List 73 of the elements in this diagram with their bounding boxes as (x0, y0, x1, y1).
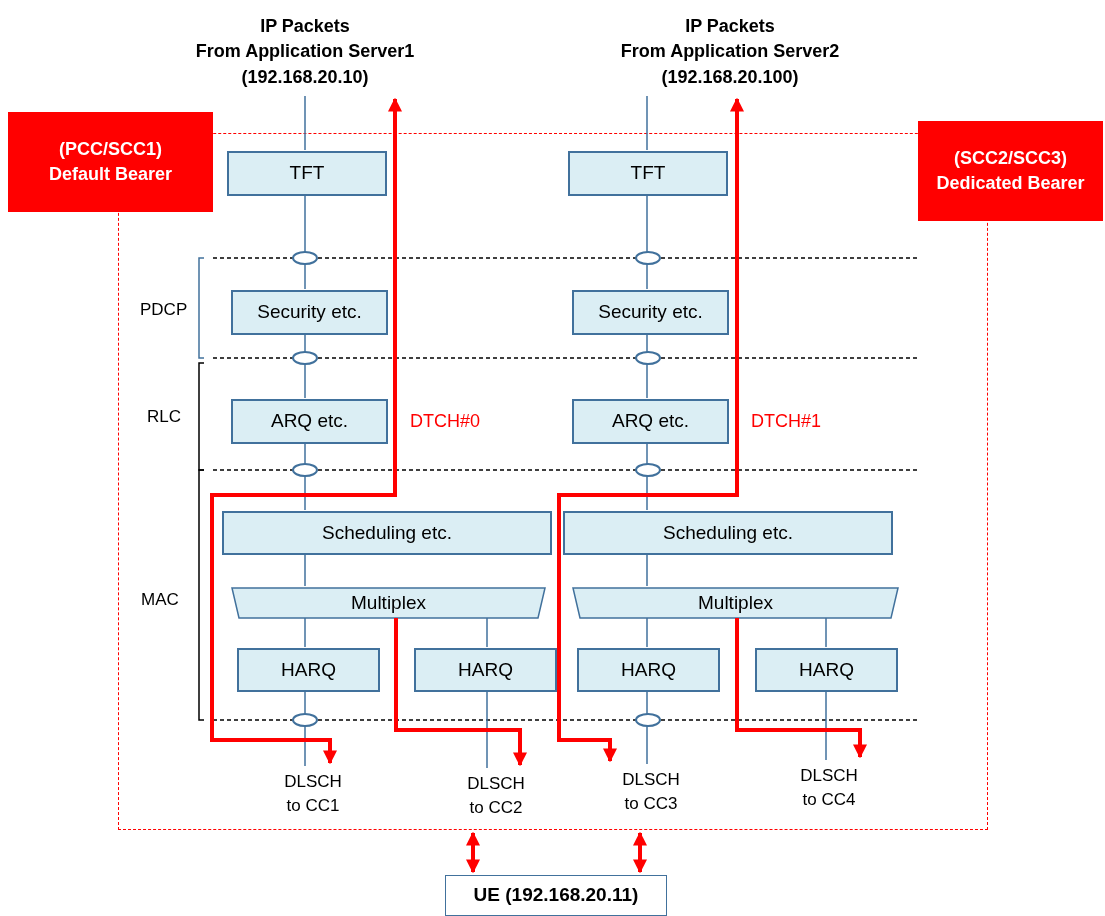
process-box (577, 648, 720, 692)
process-box (237, 648, 380, 692)
channel-label: DTCH#0 (410, 411, 480, 432)
box-label: Multiplex (698, 590, 773, 615)
connector-line (304, 617, 306, 648)
process-box (755, 648, 898, 692)
box-label: UE (192.168.20.11) (473, 883, 639, 908)
caption-text: DLSCH to CC1 (283, 771, 343, 817)
caption-text: From Application Server1 (195, 40, 415, 64)
arrow (394, 618, 527, 767)
caption-text: DLSCH to CC2 (466, 773, 526, 819)
box-label: ARQ etc. (270, 409, 349, 434)
connector-line (304, 95, 306, 151)
connector-line (304, 690, 306, 767)
connector-line (304, 442, 306, 511)
connector-line (646, 194, 648, 290)
box-label: TFT (630, 161, 666, 186)
connector-line (486, 690, 488, 769)
connector-line (304, 194, 306, 290)
connector-line (646, 95, 648, 151)
process-box (568, 151, 728, 196)
multiplex-trapezoid (231, 587, 546, 619)
channel-label: DTCH#1 (751, 411, 821, 432)
connector-line (646, 333, 648, 399)
arrow (735, 618, 867, 759)
arrow (210, 97, 402, 765)
box-label: Security etc. (257, 300, 362, 325)
box-label: Scheduling etc. (322, 520, 452, 545)
box-label: TFT (289, 161, 325, 186)
box-label: HARQ (799, 657, 854, 682)
box-label: HARQ (621, 657, 676, 682)
caption-text: (192.168.20.10) (241, 65, 369, 89)
process-box (231, 290, 388, 335)
caption-text: DLSCH to CC3 (621, 769, 681, 815)
box-label: ARQ etc. (611, 409, 690, 434)
process-box (572, 290, 729, 335)
box-label: Security etc. (598, 300, 703, 325)
connector-line (646, 553, 648, 587)
process-box (563, 511, 893, 555)
connector-line (304, 333, 306, 399)
box-label: (PCC/SCC1) (59, 137, 162, 161)
box-label: HARQ (281, 657, 336, 682)
connector-line (825, 617, 827, 648)
bearer-tag (918, 121, 1103, 221)
arrow (557, 97, 744, 763)
process-box (222, 511, 552, 555)
ue-box (445, 875, 667, 916)
connector-line (486, 617, 488, 648)
connector-line (825, 690, 827, 761)
process-box (414, 648, 557, 692)
box-label: Default Bearer (48, 163, 172, 186)
layer-label: PDCP (140, 300, 188, 320)
box-label: (SCC2/SCC3) (954, 146, 1067, 170)
caption-text: From Application Server2 (620, 40, 840, 64)
arrow (466, 831, 480, 874)
bearer-tag (8, 112, 213, 212)
connector-line (646, 442, 648, 511)
caption-text: IP Packets (685, 15, 775, 39)
caption-text: IP Packets (260, 15, 350, 39)
process-box (227, 151, 387, 196)
connector-line (646, 690, 648, 765)
caption-text: (192.168.20.100) (661, 65, 799, 89)
layer-label: RLC (147, 407, 181, 427)
connector-line (304, 553, 306, 587)
arrow (633, 831, 647, 874)
layer-label: MAC (141, 590, 179, 610)
caption-text: DLSCH to CC4 (799, 765, 859, 811)
multiplex-trapezoid (572, 587, 899, 619)
box-label: Multiplex (351, 590, 426, 615)
box-label: HARQ (458, 657, 513, 682)
box-label: Dedicated Bearer (936, 172, 1085, 195)
connector-line (646, 617, 648, 648)
box-label: Scheduling etc. (663, 520, 793, 545)
